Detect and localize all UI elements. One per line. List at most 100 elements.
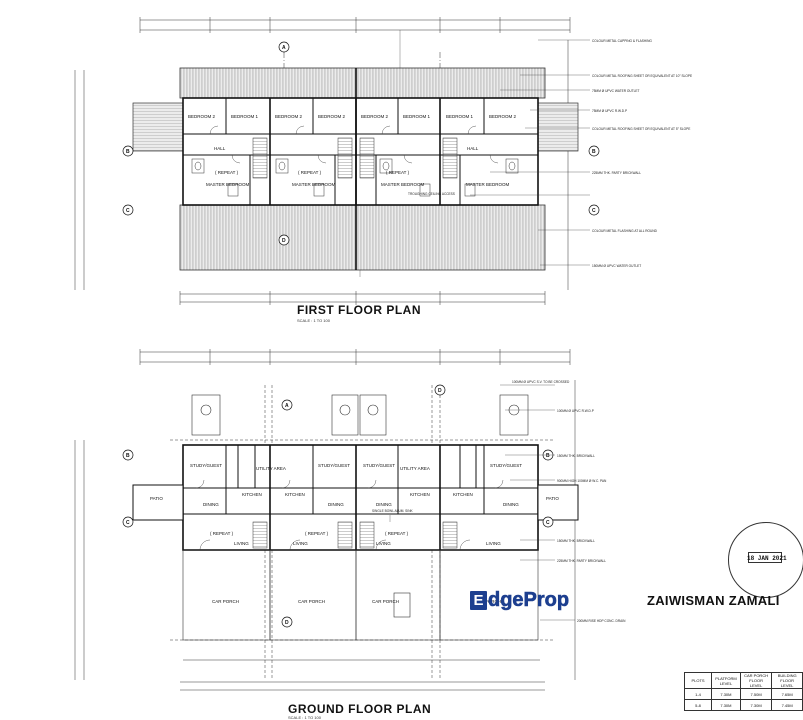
grid-mark: D <box>285 620 289 626</box>
table-row: 1-4 7.30M 7.50M 7.65M <box>684 688 803 700</box>
first-floor-plan-title: FIRST FLOOR PLAN <box>297 303 421 317</box>
grid-mark: B <box>126 453 130 459</box>
room-label: KITCHEN <box>242 492 262 497</box>
grid-mark: B <box>592 149 596 155</box>
repeat-label: ( REPEAT ) <box>298 170 322 175</box>
grid-mark: B <box>546 453 550 459</box>
room-label: BEDROOM 2 <box>489 114 517 119</box>
grid-mark: A <box>285 403 289 409</box>
room-label: BEDROOM 2 <box>188 114 216 119</box>
ground-floor-plan-scale: SCALE : 1 TO 100 <box>288 715 321 720</box>
ground-floor-plan: STUDY/GUEST STUDY/GUEST STUDY/GUEST STUD… <box>74 349 626 691</box>
annotation: TROUGHING CEILING ACCESS <box>408 192 455 196</box>
annotation: 225MM THK. PARTY BRICKWALL <box>557 559 606 563</box>
grid-mark: D <box>282 238 286 244</box>
room-label: MASTER BEDROOM <box>466 182 510 187</box>
room-label: MASTER BEDROOM <box>292 182 336 187</box>
room-label: CAR PORCH <box>298 599 325 604</box>
annotation: COLOUR METAL FLASHING AT ALL ROUND <box>592 229 658 233</box>
annotation: 100MM Ø UPVC S.V. TO BE CROSSED <box>512 380 570 384</box>
room-label: STUDY/GUEST <box>490 463 522 468</box>
grid-mark: C <box>126 520 130 526</box>
annotation: 75MM Ø UPVC R.W.D.P <box>592 109 627 113</box>
stamp-date: 18 JAN 2021 <box>747 555 787 562</box>
annotation: 75MM Ø UPVC WATER OUTLET <box>592 89 640 93</box>
room-label: HALL <box>467 146 479 151</box>
annotation: 150MM THK. BRICKWALL <box>557 539 595 543</box>
grid-mark: B <box>126 149 130 155</box>
room-label: BEDROOM 1 <box>403 114 431 119</box>
edgeprop-logo-mark: E <box>470 591 487 610</box>
annotation: 900MM HIGH 100MM Ø W.C. PAN <box>557 479 607 483</box>
annotation: SINGLE BOWL ALUM. SINK <box>372 509 413 513</box>
repeat-label: ( REPEAT ) <box>305 531 329 536</box>
table-cell: 1-4 <box>684 688 712 700</box>
room-label: DINING <box>376 502 392 507</box>
table-header-row: PLOTS PLATFORM LEVEL CAR PORCH FLOOR LEV… <box>684 672 803 689</box>
table-header: BUILDING FLOOR LEVEL <box>771 672 803 689</box>
edgeprop-logo: E dgeProp <box>470 589 569 612</box>
room-label: CAR PORCH <box>474 599 501 604</box>
room-label: PATIO <box>546 496 559 501</box>
table-row: 5-8 7.30M 7.30M 7.45M <box>684 699 803 711</box>
room-label: UTILITY AREA <box>256 466 286 471</box>
first-floor-plan-scale: SCALE : 1 TO 100 <box>297 318 330 323</box>
room-label: BEDROOM 2 <box>318 114 346 119</box>
annotation: 200MM RISE HDP CONC. DRAIN <box>577 619 626 623</box>
room-label: LIVING <box>234 541 249 546</box>
table-cell: 7.65M <box>771 688 803 700</box>
grid-mark: C <box>592 208 596 214</box>
room-label: CAR PORCH <box>212 599 239 604</box>
annotation: 150MM Ø UPVC WATER OUTLET <box>592 264 641 268</box>
room-label: BEDROOM 1 <box>231 114 259 119</box>
room-label: PATIO <box>150 496 163 501</box>
room-label: HALL <box>214 146 226 151</box>
annotation: COLOUR METAL ROOFING SHEET OR EQUIVALENT… <box>592 127 690 131</box>
table-header: PLOTS <box>684 672 712 689</box>
table-cell: 7.30M <box>711 699 741 711</box>
room-label: LIVING <box>486 541 501 546</box>
room-label: KITCHEN <box>285 492 305 497</box>
grid-mark: C <box>126 208 130 214</box>
table-cell: 7.45M <box>771 699 803 711</box>
room-label: BEDROOM 2 <box>275 114 303 119</box>
grid-bubbles <box>122 41 600 246</box>
grid-bubbles <box>122 384 554 628</box>
levels-table: PLOTS PLATFORM LEVEL CAR PORCH FLOOR LEV… <box>684 672 803 711</box>
annotation: 100MM Ø UPVC R.W.D.P <box>557 409 594 413</box>
room-label: DINING <box>503 502 519 507</box>
table-header: CAR PORCH FLOOR LEVEL <box>739 672 773 689</box>
grid-mark: C <box>546 520 550 526</box>
edgeprop-logo-text: dgeProp <box>488 589 570 612</box>
annotation: 150MM THK. BRICKWALL <box>557 454 595 458</box>
room-label: MASTER BEDROOM <box>381 182 425 187</box>
table-cell: 5-8 <box>684 699 712 711</box>
approval-stamp <box>728 522 803 598</box>
room-label: BEDROOM 2 <box>361 114 389 119</box>
room-label: STUDY/GUEST <box>318 463 350 468</box>
room-label: BEDROOM 1 <box>446 114 474 119</box>
room-label: CAR PORCH <box>372 599 399 604</box>
room-label: KITCHEN <box>453 492 473 497</box>
room-label: UTILITY AREA <box>400 466 430 471</box>
annotation: 225MM THK. PARTY BRICKWALL <box>592 171 641 175</box>
table-cell: 7.50M <box>739 688 773 700</box>
table-header: PLATFORM LEVEL <box>711 672 741 689</box>
repeat-label: ( REPEAT ) <box>385 531 409 536</box>
room-label: STUDY/GUEST <box>363 463 395 468</box>
repeat-label: ( REPEAT ) <box>386 170 410 175</box>
table-cell: 7.30M <box>711 688 741 700</box>
room-label: MASTER BEDROOM <box>206 182 250 187</box>
room-label: DINING <box>203 502 219 507</box>
room-label: LIVING <box>376 541 391 546</box>
room-label: DINING <box>328 502 344 507</box>
table-cell: 7.30M <box>739 699 773 711</box>
first-floor-plan: BEDROOM 2 BEDROOM 1 BEDROOM 2 BEDROOM 2 … <box>74 17 692 305</box>
room-label: KITCHEN <box>410 492 430 497</box>
grid-mark: D <box>438 388 442 394</box>
room-label: STUDY/GUEST <box>190 463 222 468</box>
room-label: LIVING <box>293 541 308 546</box>
annotation: COLOUR METAL ROOFING SHEET OR EQUIVALENT… <box>592 74 692 78</box>
repeat-label: ( REPEAT ) <box>215 170 239 175</box>
